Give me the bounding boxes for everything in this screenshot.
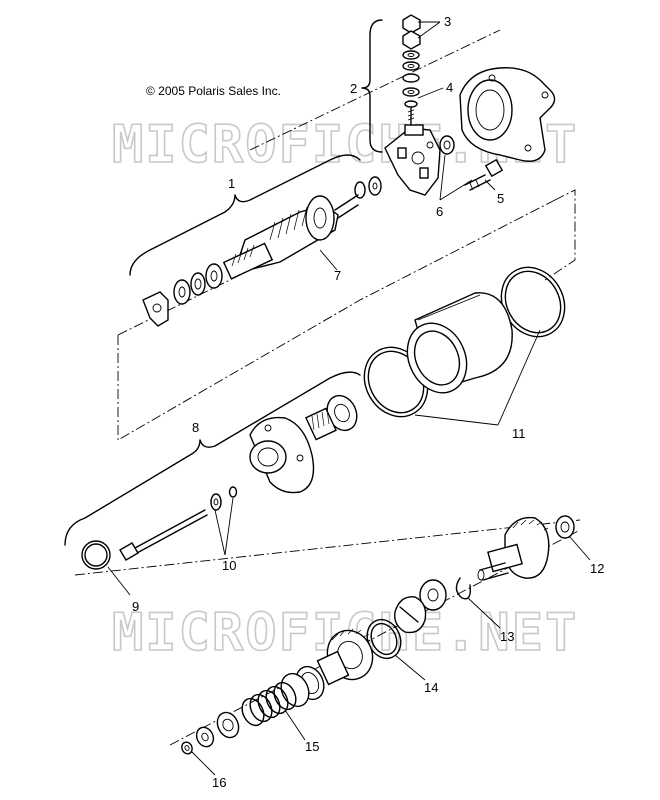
bracket-group-8 <box>64 371 361 546</box>
callout-12: 12 <box>590 561 604 576</box>
callout-15: 15 <box>305 739 319 754</box>
armature-tip-washers <box>354 176 382 199</box>
pinion-washer <box>555 515 575 539</box>
end-o-ring <box>81 540 111 570</box>
brush-bushing <box>439 135 455 155</box>
pinion-shaft-assembly <box>477 516 550 581</box>
callout-2: 2 <box>350 81 357 96</box>
snap-ring <box>455 577 472 600</box>
callout-5: 5 <box>497 191 504 206</box>
end-cap-housing <box>459 67 556 162</box>
bracket-group-1 <box>129 154 361 276</box>
callout-13: 13 <box>500 629 514 644</box>
callout-8: 8 <box>192 420 199 435</box>
clutch-spring <box>241 681 297 727</box>
callout-9: 9 <box>132 599 139 614</box>
armature-shaft-washers <box>142 263 223 327</box>
callout-11: 11 <box>512 426 526 441</box>
clutch-washer <box>419 579 447 611</box>
callout-7: 7 <box>334 268 341 283</box>
callout-16: 16 <box>212 775 226 790</box>
motor-housing <box>406 292 513 394</box>
callout-4: 4 <box>446 80 453 95</box>
copyright-text: © 2005 Polaris Sales Inc. <box>146 84 281 98</box>
leader-lines <box>107 21 591 776</box>
callout-10: 10 <box>222 558 236 573</box>
drive-end-bearing <box>305 394 358 441</box>
shaft-end-washers <box>181 711 240 755</box>
callout-6: 6 <box>436 204 443 219</box>
callout-14: 14 <box>424 680 438 695</box>
bolt-washer-and-o-ring <box>210 486 238 511</box>
drive-end-housing <box>249 416 315 494</box>
bracket-group-2 <box>361 19 383 153</box>
brush-plate-assembly <box>384 124 441 196</box>
spring-spacer <box>280 665 325 708</box>
callout-labels: 1 2 3 4 5 6 7 8 9 10 11 12 13 14 15 16 <box>132 14 604 790</box>
callout-1: 1 <box>228 176 235 191</box>
stop-collar <box>394 596 427 634</box>
through-bolt <box>119 509 208 561</box>
nut-and-washer-stack <box>402 14 421 129</box>
pinion-gear <box>316 628 374 686</box>
callout-3: 3 <box>444 14 451 29</box>
armature <box>222 194 359 280</box>
